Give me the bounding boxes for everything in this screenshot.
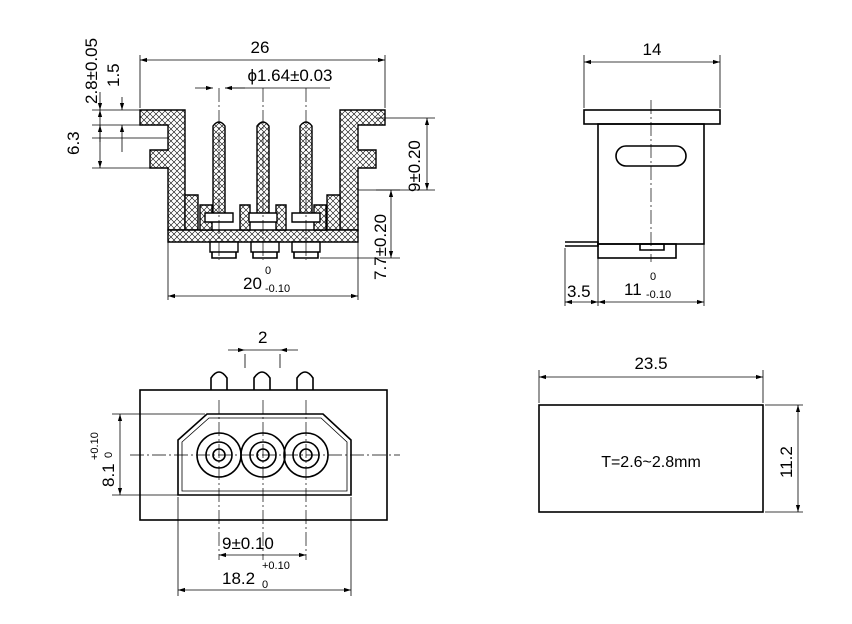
- dim-opening-width-sub: 0: [262, 579, 268, 591]
- side-view: [565, 100, 721, 262]
- dim-side-base-sup: 0: [650, 271, 656, 283]
- dim-body-width-sub: -0.10: [265, 283, 290, 295]
- dim-side-base-sub: -0.10: [646, 289, 671, 301]
- panel-thickness-note: T=2.6~2.8mm: [601, 454, 701, 471]
- dim-pin-pitch: 2: [258, 328, 267, 347]
- face-view: [130, 371, 400, 560]
- dim-front-width: 26: [251, 38, 270, 57]
- side-dimensions: 14 3.5 11 0 -0.10: [564, 40, 721, 306]
- dim-hole-span: 9±0.10: [222, 534, 274, 553]
- dim-opening-height-sub: 0: [103, 452, 115, 458]
- dim-flange-total: 2.8±0.05: [82, 38, 101, 104]
- dim-body-width-main: 20: [243, 274, 262, 293]
- dim-pin-height: 9±0.20: [405, 140, 424, 192]
- dim-side-width: 14: [643, 40, 662, 59]
- front-dimensions: 26 ϕ1.64±0.03 2.8±0.05 1.5 6.3 9±0.20 7.…: [64, 38, 435, 300]
- dim-side-base-main: 11: [624, 280, 642, 299]
- dim-pin-diameter: ϕ1.64±0.03: [247, 66, 332, 85]
- dim-opening-width-main: 18.2: [222, 569, 255, 588]
- dim-opening-height-sup: +0.10: [89, 432, 101, 460]
- dim-flange-step: 1.5: [104, 63, 123, 87]
- cutout-dimensions: 23.5 11.2: [538, 354, 803, 513]
- dim-cutout-width: 23.5: [634, 354, 667, 373]
- dim-cutout-height: 11.2: [777, 446, 796, 478]
- dim-body-width-sup: 0: [265, 265, 271, 277]
- dim-opening-width-sup: +0.10: [262, 560, 290, 572]
- dim-side-offset: 3.5: [567, 282, 591, 301]
- dim-left-height: 6.3: [64, 131, 83, 155]
- panel-cutout: T=2.6~2.8mm: [538, 404, 764, 513]
- front-section-view: [139, 88, 386, 260]
- dim-body-depth: 7.7±0.20: [371, 214, 390, 280]
- dim-opening-height-main: 8.1: [99, 463, 118, 487]
- face-dimensions: 2 8.1 +0.10 0 9±0.10 18.2 +0.10 0: [89, 328, 352, 596]
